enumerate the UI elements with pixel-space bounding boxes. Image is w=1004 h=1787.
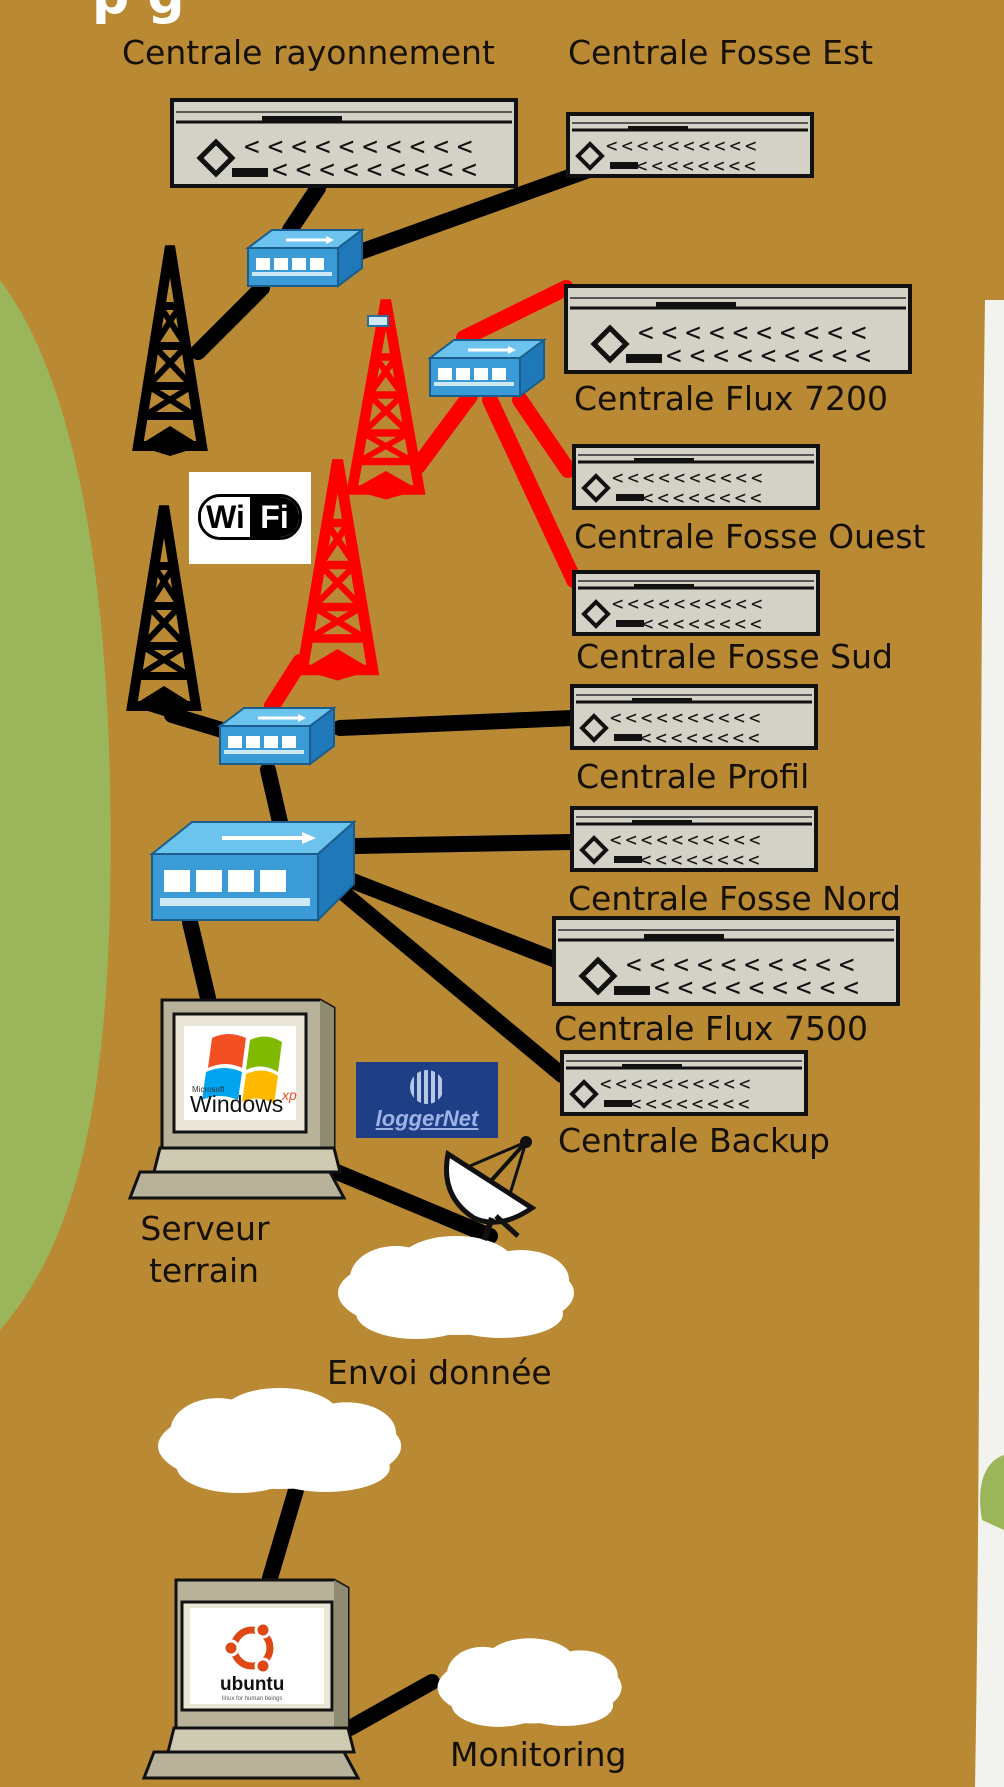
link-rayonnement-switch1: [282, 180, 326, 238]
globe-icon: [410, 1070, 444, 1104]
windows-brand: Windows: [190, 1091, 283, 1117]
wifi-text-fi: Fi: [250, 497, 299, 537]
link-ubuntu-monitoring: [342, 1674, 440, 1736]
station-rayonnement-unit: [172, 100, 516, 186]
link-tower2-switch2: [164, 707, 230, 738]
windows-xp-superscript: xp: [281, 1087, 297, 1103]
label-server-line1: Serveur: [140, 1209, 270, 1248]
link-redtower2-switch2: [264, 654, 308, 714]
link-switch3-server: [182, 914, 216, 1006]
wireless-links: [264, 280, 582, 714]
wifi-text-wi: Wi: [201, 497, 250, 537]
link-switch4-fosse-ouest: [512, 392, 576, 478]
link-server-antenna: [324, 1162, 498, 1244]
link-switch1-fosse-est: [352, 158, 608, 260]
label-fosse-est: Centrale Fosse Est: [568, 33, 874, 72]
windows-logo-icon: [202, 1034, 282, 1104]
link-switch3-flux-7500: [342, 872, 564, 968]
label-fosse-ouest: Centrale Fosse Ouest: [574, 517, 926, 556]
label-backup: Centrale Backup: [558, 1121, 830, 1160]
station-fosse-nord-unit: [570, 806, 818, 873]
satellite-dish-icon: [444, 1136, 537, 1242]
ubuntu-logo-icon: [222, 1621, 274, 1675]
link-switch4-fosse-sud: [482, 392, 582, 588]
wifi-logo-icon: Wi Fi: [198, 494, 302, 540]
label-flux-7500: Centrale Flux 7500: [554, 1009, 869, 1048]
label-monitoring: Monitoring: [450, 1735, 627, 1774]
link-switch2-profil: [332, 710, 580, 736]
link-switch3-fosse-nord: [348, 834, 580, 854]
station-fosse-est-unit: [566, 112, 814, 179]
link-cloud-ubuntu: [262, 1482, 304, 1586]
loggernet-text: loggerNet: [375, 1106, 479, 1131]
white-area-right: [975, 300, 1004, 1787]
station-backup-unit: [560, 1050, 808, 1117]
switch-main: [149, 819, 357, 923]
ubuntu-tagline: linux for human beings: [222, 1696, 282, 1702]
switch-top: [246, 228, 364, 288]
link-switch2-switch3: [260, 762, 288, 830]
label-fosse-sud: Centrale Fosse Sud: [576, 637, 893, 676]
label-flux-7200: Centrale Flux 7200: [574, 379, 889, 418]
wifi-badge: Wi Fi: [189, 472, 311, 564]
label-fosse-nord: Centrale Fosse Nord: [568, 879, 901, 918]
ubuntu-brand: ubuntu: [220, 1674, 284, 1695]
link-switch4-redtower1: [410, 388, 478, 474]
cloud-monitoring: [437, 1638, 622, 1727]
wired-links: [164, 158, 608, 1736]
green-patch-right: [980, 1455, 1004, 1530]
switch-wireless: [428, 338, 546, 398]
antenna-module: [367, 315, 389, 327]
tower-red-upper: [352, 300, 419, 500]
station-fosse-sud-unit: [572, 570, 820, 637]
label-rayonnement: Centrale rayonnement: [122, 33, 495, 72]
station-flux-7500-unit: [554, 918, 898, 1004]
link-switch3-backup: [332, 882, 570, 1083]
link-switch4-flux-7200: [456, 280, 574, 346]
cloud-send: [338, 1236, 574, 1339]
windows-brand-small: Microsoft: [192, 1085, 225, 1094]
green-field-left: [0, 280, 111, 1330]
switch-middle: [218, 706, 336, 766]
link-switch1-tower1: [190, 280, 270, 360]
label-profil: Centrale Profil: [576, 757, 810, 796]
cloud-internet: [158, 1387, 402, 1494]
station-flux-7200-unit: [566, 286, 910, 372]
loggernet-badge: loggerNet: [356, 1062, 498, 1138]
label-send-data: Envoi donnée: [327, 1353, 552, 1392]
station-fosse-ouest-unit: [572, 444, 820, 511]
tower-black-lower: [132, 506, 196, 716]
label-server-line2: terrain: [148, 1251, 260, 1290]
page-title-fragment: p g: [92, 0, 185, 22]
monitoring-computer: [141, 1578, 361, 1780]
station-profil-unit: [570, 684, 818, 751]
